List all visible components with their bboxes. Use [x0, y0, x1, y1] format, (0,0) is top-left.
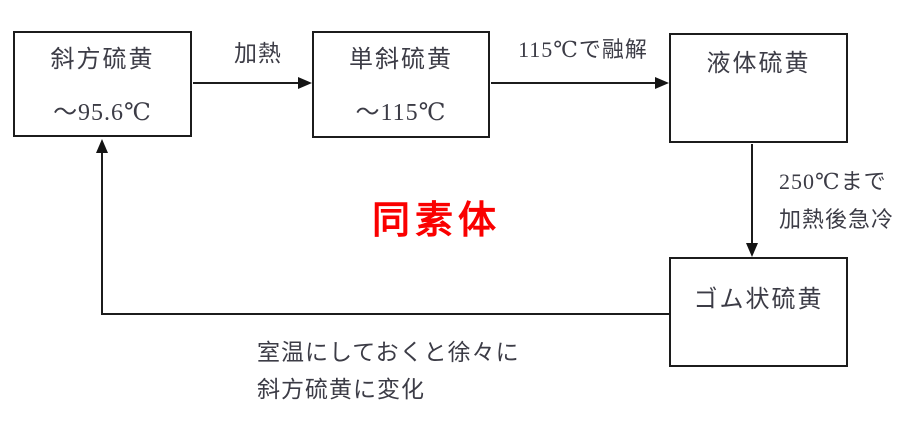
- node-rhombic-sulfur: 斜方硫黄 ～95.6℃: [13, 31, 192, 137]
- melt-arrow-head-icon: [655, 77, 669, 89]
- melt-arrow-label: 115℃で融解: [518, 37, 648, 62]
- node-liquid-sulfur-label: 液体硫黄: [706, 51, 811, 77]
- heat-arrow-head-icon: [298, 77, 312, 89]
- quench-arrow-label-line2: 加熱後急冷: [779, 207, 895, 232]
- revert-arrow-label-line2: 斜方硫黄に変化: [257, 377, 425, 402]
- revert-arrow-head-icon: [96, 139, 108, 153]
- node-liquid-sulfur: 液体硫黄: [669, 33, 848, 143]
- revert-arrow-line-vertical: [101, 151, 103, 315]
- heat-arrow-label: 加熱: [234, 41, 282, 66]
- node-monoclinic-sulfur-label: 単斜硫黄: [349, 47, 453, 73]
- revert-arrow-line-horizontal: [101, 313, 669, 315]
- node-rubbery-sulfur-label: ゴム状硫黄: [693, 287, 824, 313]
- quench-arrow-label: 250℃まで 加熱後急冷: [779, 163, 894, 239]
- quench-arrow-line: [751, 144, 753, 244]
- revert-arrow-label-line1: 室温にしておくと徐々に: [257, 340, 520, 365]
- node-rhombic-sulfur-label: 斜方硫黄: [50, 47, 155, 73]
- node-rhombic-sulfur-temp: ～95.6℃: [53, 100, 152, 126]
- quench-arrow-label-line1: 250℃まで: [779, 169, 887, 194]
- melt-arrow-line: [491, 82, 656, 84]
- quench-arrow-head-icon: [746, 243, 758, 257]
- heat-arrow-line: [193, 82, 299, 84]
- node-rubbery-sulfur: ゴム状硫黄: [669, 257, 848, 367]
- node-monoclinic-sulfur-temp: ～115℃: [355, 100, 447, 126]
- allotrope-title: 同素体: [372, 200, 502, 242]
- node-monoclinic-sulfur: 単斜硫黄 ～115℃: [312, 31, 490, 138]
- revert-arrow-label: 室温にしておくと徐々に 斜方硫黄に変化: [257, 334, 520, 408]
